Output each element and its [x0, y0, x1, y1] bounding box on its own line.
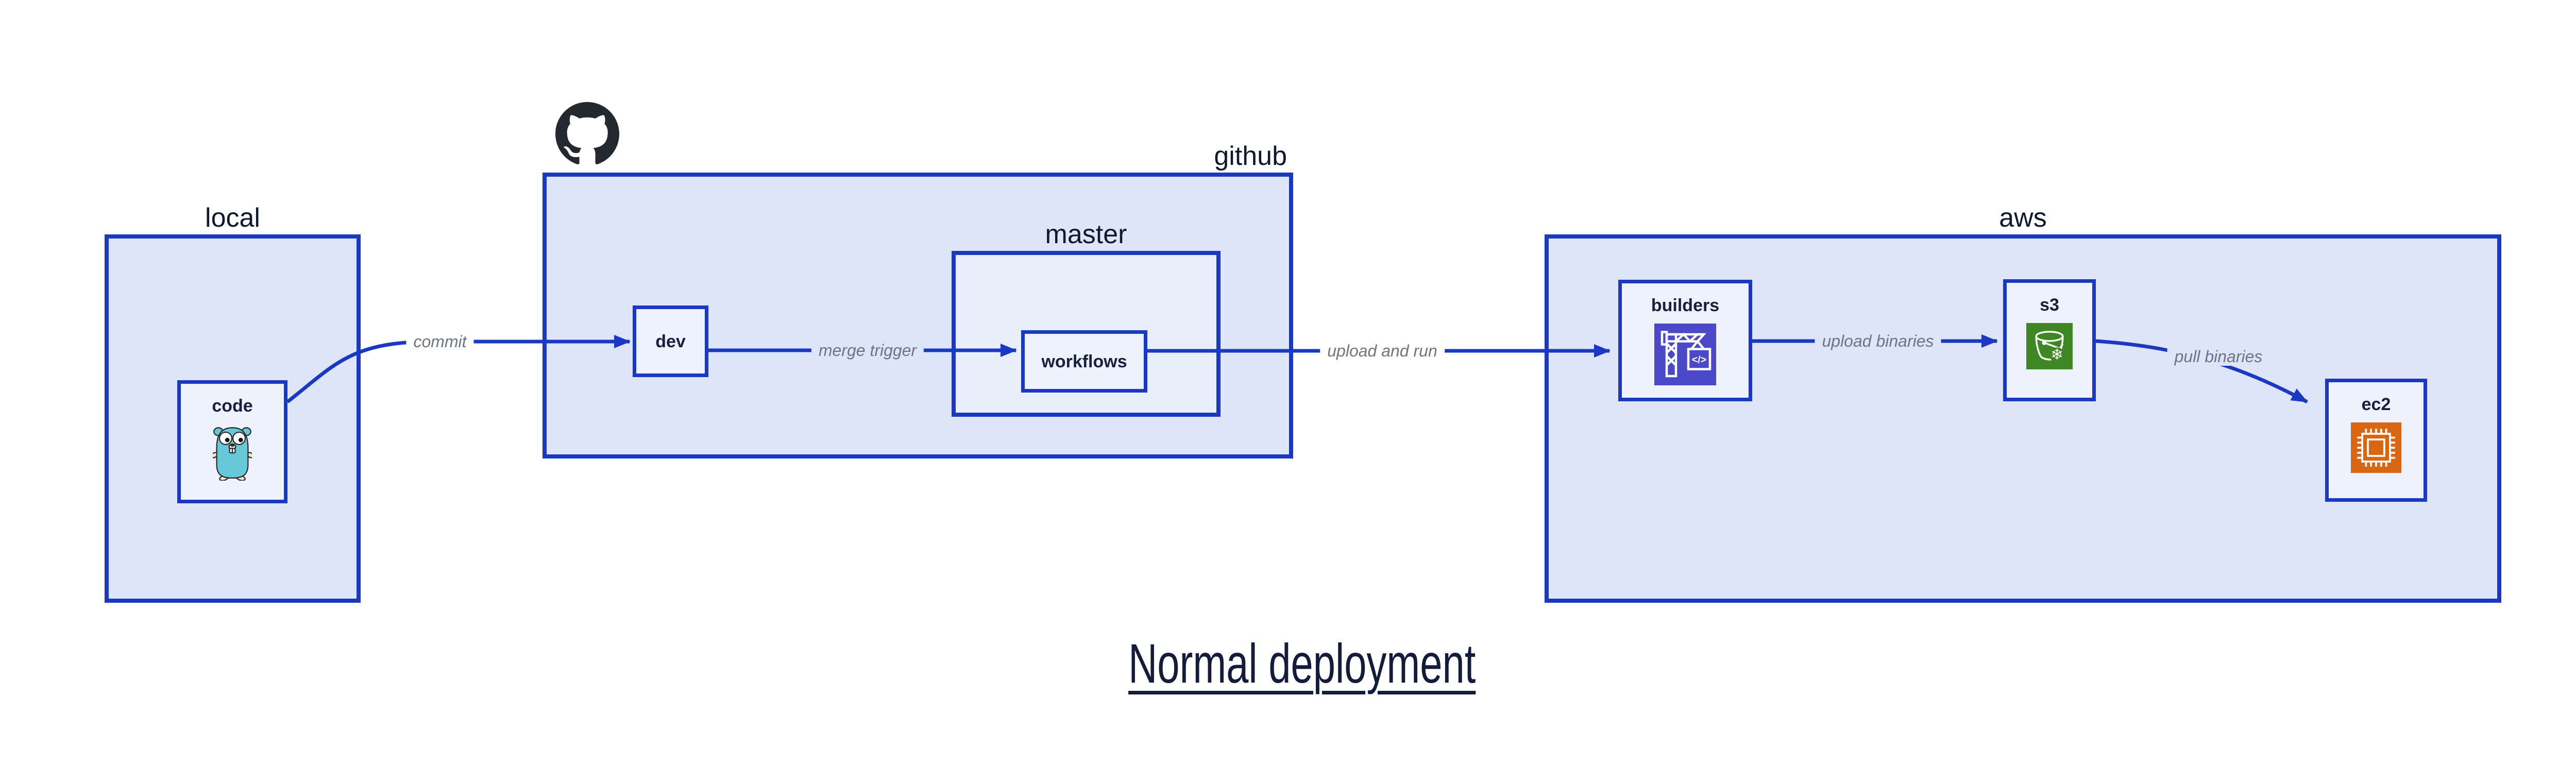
- node-workflows: workflows: [1021, 330, 1147, 393]
- s3-bucket-snowflake-icon: ❄: [2026, 323, 2073, 369]
- node-workflows-label: workflows: [1041, 351, 1127, 371]
- go-gopher-icon: [213, 427, 252, 481]
- container-aws-label: aws: [1999, 203, 2047, 233]
- svg-text:❄: ❄: [2050, 346, 2063, 363]
- node-builders-label: builders: [1651, 296, 1720, 315]
- codebuild-crane-icon: </>: [1654, 324, 1716, 385]
- node-dev-label: dev: [655, 331, 686, 351]
- diagram-title-text: Normal deployment: [1128, 632, 1476, 694]
- cpu-chip-icon: [2351, 422, 2401, 473]
- node-s3-label: s3: [2040, 295, 2059, 315]
- container-master-label: master: [1045, 219, 1127, 249]
- node-dev: dev: [633, 305, 708, 377]
- container-local-label: local: [205, 203, 260, 233]
- diagram-title: Normal deployment: [0, 632, 2576, 695]
- node-ec2: ec2: [2325, 379, 2427, 502]
- edge-upload-and-run-label: upload and run: [1320, 342, 1445, 360]
- edge-pull-binaries-label: pull binaries: [2167, 347, 2270, 366]
- container-github-label: github: [1214, 141, 1287, 171]
- node-ec2-label: ec2: [2361, 395, 2391, 414]
- edge-commit-label: commit: [406, 332, 474, 351]
- edge-upload-binaries-label: upload binaries: [1815, 332, 1941, 350]
- node-s3: s3 ❄: [2003, 279, 2096, 401]
- github-logo-icon: [555, 102, 619, 164]
- node-code: code: [177, 380, 287, 503]
- edge-merge-trigger-label: merge trigger: [811, 341, 924, 360]
- node-code-label: code: [212, 396, 253, 416]
- node-builders: builders </>: [1618, 280, 1752, 401]
- svg-text:</>: </>: [1692, 354, 1706, 366]
